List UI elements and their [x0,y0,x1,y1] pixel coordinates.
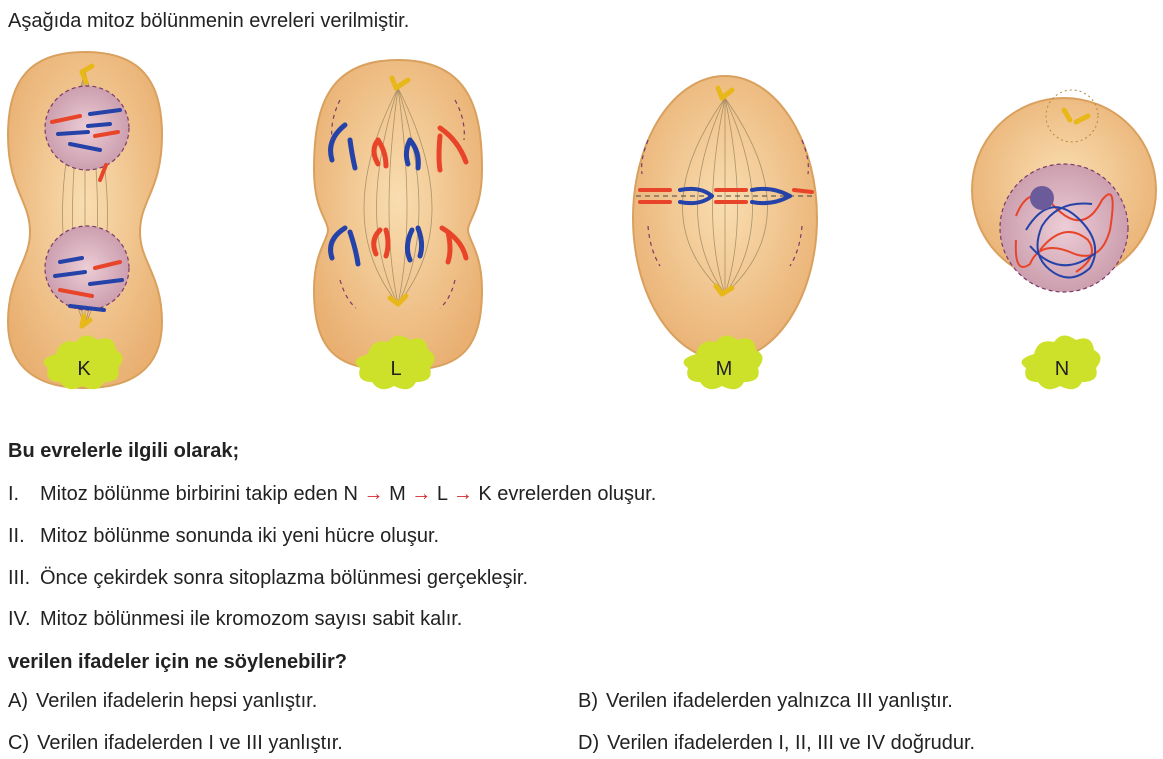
label-l: L [355,335,435,390]
label-k-text: K [77,358,91,380]
mitosis-illustration: K L M N [6,50,1157,390]
option-text: Verilen ifadelerden yalnızca III yanlışt… [606,690,953,712]
figure-l [312,58,484,372]
statement-number: IV. [8,608,31,630]
lead-text: Bu evrelerle ilgili olarak; [8,440,240,462]
option-text: Verilen ifadelerden I, II, III ve IV doğ… [607,732,976,754]
statement-text: Mitoz bölünmesi ile kromozom sayısı sabi… [40,608,463,630]
question-text: verilen ifadeler için ne söylenebilir? [8,651,348,673]
statement-number: III. [8,567,31,589]
label-n: N [1021,335,1101,390]
arrow-icon: → [363,483,384,505]
statement-4: IV. Mitoz bölünmesi ile kromozom sayısı s… [8,608,462,631]
label-m: M [683,335,763,390]
figure-m [632,75,818,361]
option-a[interactable]: A) Verilen ifadelerin hepsi yanlıştır. [8,690,317,713]
label-n-text: N [1055,358,1069,380]
statement-number: II. [8,525,25,547]
option-text: Verilen ifadelerin hepsi yanlıştır. [36,690,318,712]
statement-part: K evrelerden oluşur. [478,483,657,505]
figure-n [971,89,1157,293]
label-l-text: L [390,358,401,380]
arrow-icon: → [452,483,473,505]
arrow-icon: → [411,483,432,505]
statement-text: Önce çekirdek sonra sitoplazma bölünmesi… [40,567,528,589]
statement-text: Mitoz bölünme sonunda iki yeni hücre olu… [40,525,440,547]
statement-2: II. Mitoz bölünme sonunda iki yeni hücre … [8,525,439,548]
label-k: K [43,335,123,390]
option-b[interactable]: B) Verilen ifadelerden yalnızca III yanlı… [578,690,953,713]
figure-k [6,50,164,390]
statement-number: I. [8,483,20,505]
option-letter: A) [8,690,28,712]
option-letter: B) [578,690,598,712]
label-m-text: M [716,358,733,380]
option-letter: C) [8,732,30,754]
option-c[interactable]: C) Verilen ifadelerden I ve III yanlıştır… [8,732,343,755]
statement-1: I. Mitoz bölünme birbirini takip eden N →… [8,483,656,506]
option-text: Verilen ifadelerden I ve III yanlıştır. [37,732,343,754]
option-letter: D) [578,732,600,754]
statement-part: M [389,483,406,505]
mitosis-figures: K L M N [0,40,1163,420]
statement-part: L [436,483,448,505]
statement-part: Mitoz bölünme birbirini takip eden N [40,483,358,505]
option-d[interactable]: D) Verilen ifadelerden I, II, III ve IV d… [578,732,975,755]
intro-text: Aşağıda mitoz bölünmenin evreleri verilm… [8,10,410,32]
statement-3: III. Önce çekirdek sonra sitoplazma bölün… [8,567,528,590]
